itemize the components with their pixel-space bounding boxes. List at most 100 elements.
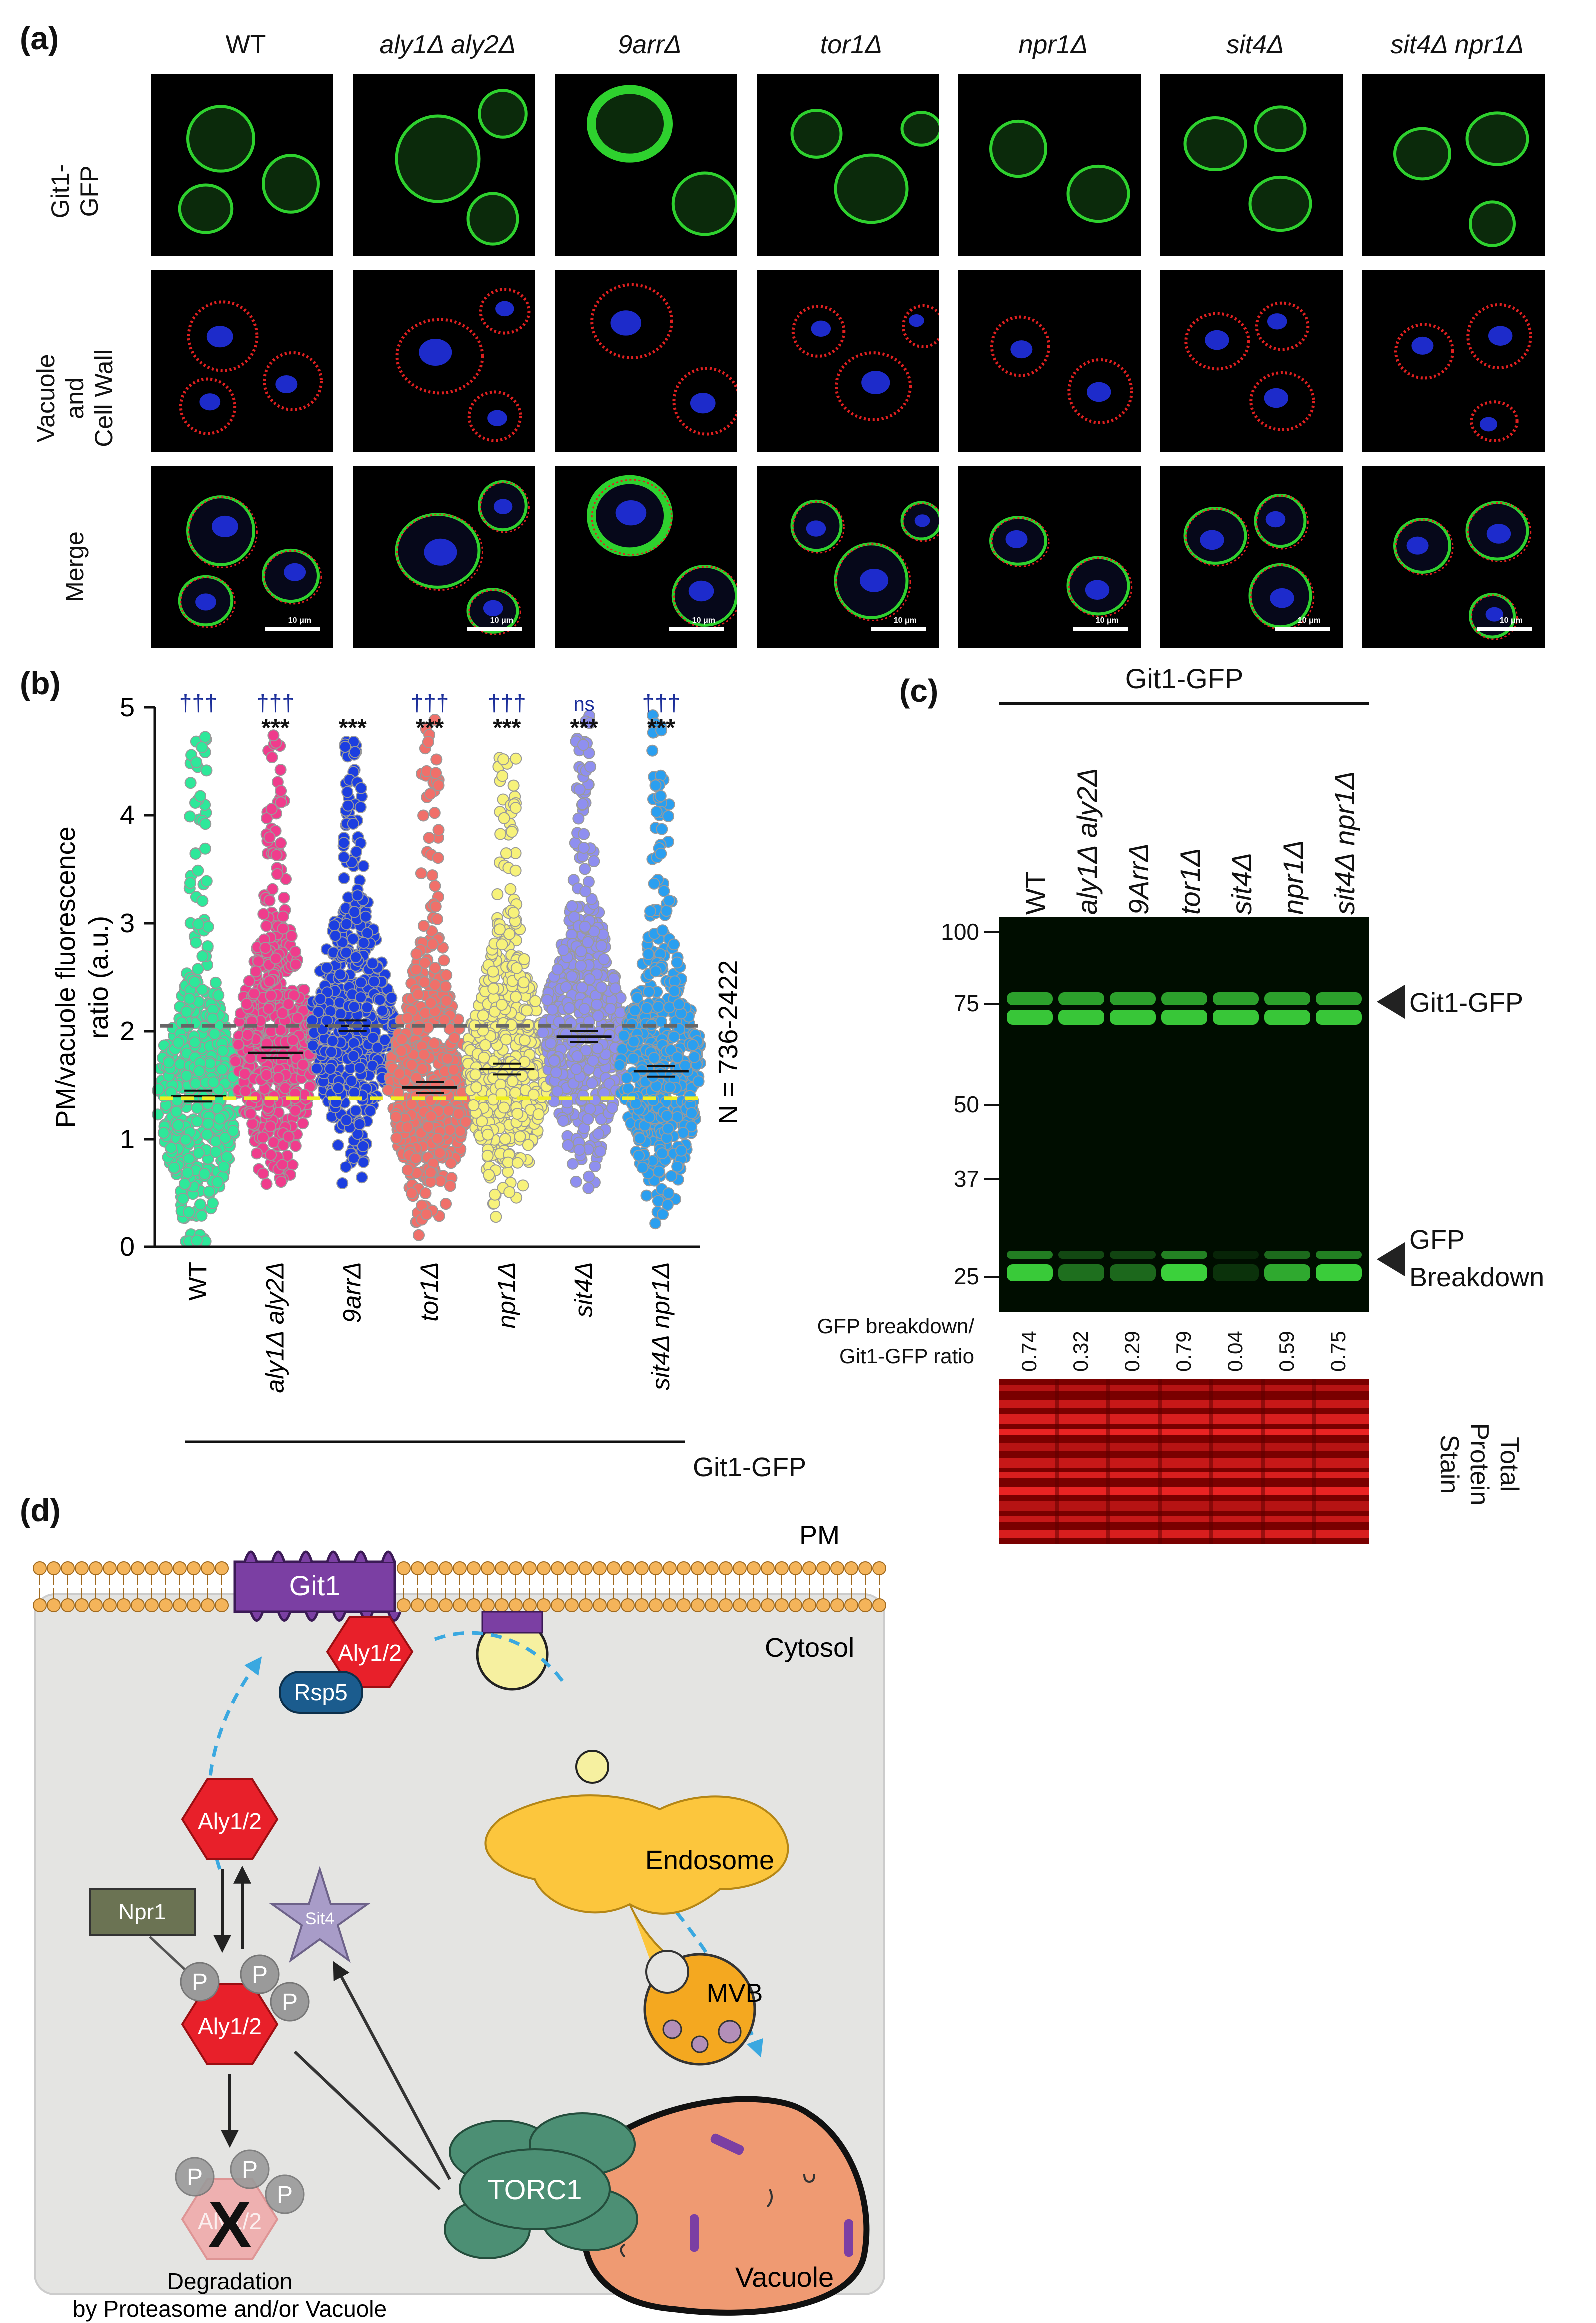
data-point <box>655 847 667 860</box>
data-point <box>518 953 530 965</box>
lane-label-6: npr1Δ <box>1277 840 1309 915</box>
data-point <box>184 810 196 823</box>
data-point <box>494 828 507 840</box>
data-point <box>324 1063 336 1075</box>
data-point <box>264 1120 277 1133</box>
data-point <box>511 1108 524 1120</box>
data-point <box>490 1211 502 1223</box>
data-point <box>467 1099 480 1111</box>
series-points-2 <box>228 729 322 1190</box>
data-point <box>191 1234 203 1247</box>
y-tick-label: 4 <box>120 800 135 830</box>
data-point <box>481 1149 494 1162</box>
vacuole-label: Vacuole <box>735 2261 834 2293</box>
data-point <box>351 889 364 902</box>
data-point <box>517 976 530 989</box>
data-point <box>563 1002 576 1014</box>
data-point <box>393 1067 406 1080</box>
data-point <box>244 1107 257 1120</box>
lipid-head <box>103 1561 117 1575</box>
degradation-label-1: Degradation <box>167 2268 293 2294</box>
data-point <box>438 954 450 967</box>
data-point <box>491 888 504 900</box>
data-point <box>415 867 427 880</box>
data-point <box>579 863 591 875</box>
data-point <box>348 906 361 918</box>
band-git1-gfp <box>1264 992 1310 1005</box>
data-point <box>274 1024 287 1036</box>
data-point <box>179 1133 192 1146</box>
data-point <box>189 1036 201 1049</box>
data-point <box>196 741 208 753</box>
band-git1-gfp <box>1213 1010 1259 1025</box>
micrograph-gfp-2 <box>353 74 535 256</box>
data-point <box>426 869 439 882</box>
data-point <box>342 799 354 812</box>
data-point <box>660 905 673 917</box>
data-point <box>276 1007 289 1019</box>
data-point <box>263 831 276 844</box>
scale-bar-label: 10 μm <box>893 616 917 625</box>
significance-stars-6: *** <box>570 715 598 741</box>
data-point <box>270 952 282 965</box>
lipid-head <box>47 1598 61 1612</box>
data-point <box>529 995 542 1007</box>
lipid-head <box>816 1561 830 1575</box>
data-point <box>510 991 522 1003</box>
row-header-merge: Merge <box>61 531 89 602</box>
data-point <box>497 753 510 766</box>
micrograph-gfp-7 <box>1362 74 1545 256</box>
data-point <box>608 972 620 985</box>
lipid-head <box>509 1598 523 1612</box>
data-point <box>401 1012 414 1024</box>
data-point <box>511 1157 524 1169</box>
lipid-head <box>103 1598 117 1612</box>
band-gfp-breakdown <box>1264 1264 1310 1281</box>
data-point <box>516 1070 528 1082</box>
data-point <box>609 982 622 995</box>
data-point <box>190 756 203 769</box>
data-point <box>430 767 442 779</box>
data-point <box>212 989 225 1001</box>
data-point <box>653 1165 665 1178</box>
data-point <box>517 1179 529 1192</box>
data-point <box>573 783 586 796</box>
npr1-label: Npr1 <box>118 1900 166 1924</box>
lipid-head <box>187 1598 201 1612</box>
data-point <box>614 1006 626 1019</box>
data-point <box>479 1039 491 1051</box>
micrograph-merge-7: 10 μm <box>1362 466 1545 648</box>
data-point <box>482 1128 494 1141</box>
data-point <box>649 1217 662 1230</box>
data-point <box>163 1056 175 1069</box>
scale-bar <box>1275 627 1330 631</box>
data-point <box>629 1004 641 1017</box>
data-point <box>189 848 202 860</box>
band-gfp-breakdown-upper <box>1058 1251 1104 1259</box>
significance-stars-5: *** <box>493 715 521 741</box>
data-point <box>649 779 662 792</box>
lipid-head <box>747 1561 761 1575</box>
data-point <box>591 998 603 1011</box>
data-point <box>410 1152 422 1164</box>
lipid-head <box>858 1561 872 1575</box>
data-point <box>422 1121 434 1133</box>
significance-dagger-6: ns <box>573 693 594 715</box>
significance-dagger-4: ††† <box>411 690 449 716</box>
data-point <box>297 1058 309 1071</box>
lipid-head <box>145 1598 159 1612</box>
data-point <box>412 988 424 1001</box>
data-point <box>262 1002 275 1015</box>
data-point <box>507 779 520 792</box>
band-gfp-breakdown-upper <box>1264 1251 1310 1259</box>
lipid-head <box>844 1598 858 1612</box>
data-point <box>355 782 367 794</box>
data-point <box>201 940 214 952</box>
micrograph-vacuole-4 <box>757 270 939 452</box>
lipid-head <box>467 1598 481 1612</box>
lipid-head <box>425 1561 439 1575</box>
data-point <box>426 938 439 950</box>
x-tick-label-7: sit4Δ npr1Δ <box>647 1262 675 1390</box>
rsp5-label: Rsp5 <box>294 1679 347 1705</box>
panel-label-d: (d) <box>20 1492 61 1528</box>
